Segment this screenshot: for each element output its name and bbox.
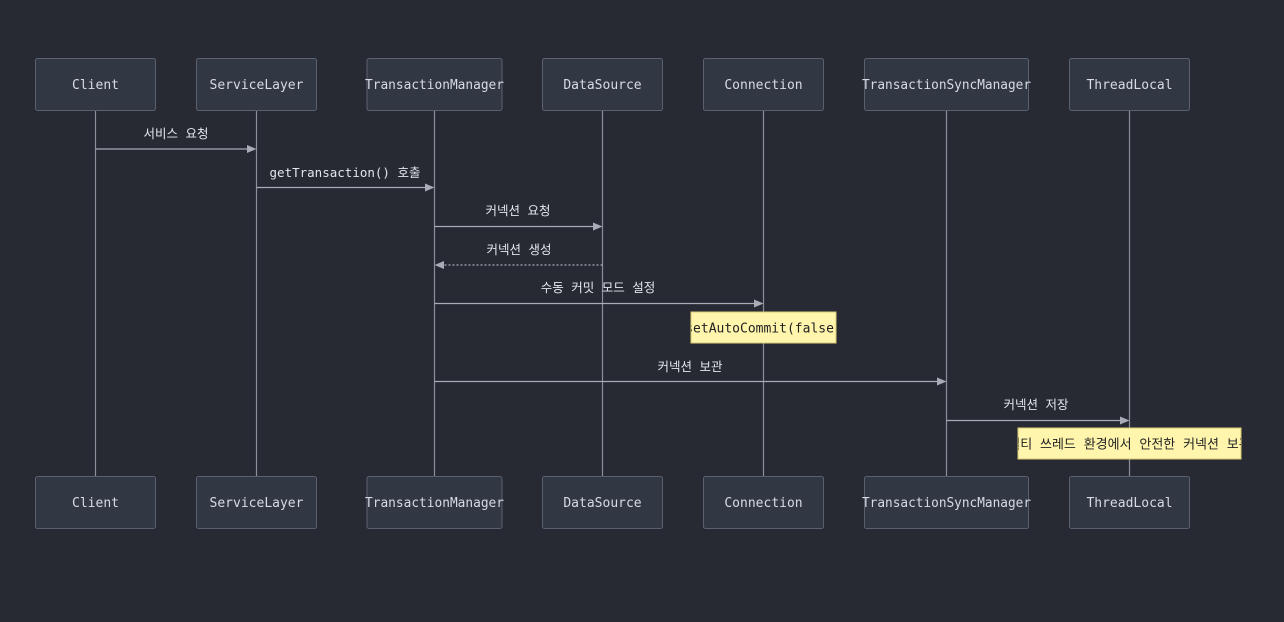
participant-threadlocal-top[interactable]: ThreadLocal [1069, 58, 1190, 111]
arrowhead-icon [937, 377, 947, 386]
message-label: 커넥션 저장 [1003, 397, 1069, 412]
note-thread-safe: 멀티 쓰레드 환경에서 안전한 커넥션 보관 [1008, 427, 1250, 460]
participant-label: Client [72, 78, 119, 93]
participant-label: TransactionSyncManager [862, 496, 1031, 511]
participant-label: ServiceLayer [210, 496, 304, 511]
participant-datasource-bottom[interactable]: DataSource [542, 476, 663, 529]
participant-txmanager-bottom[interactable]: TransactionManager [365, 476, 504, 529]
message-keep-connection: 커넥션 보관 [434, 359, 947, 386]
participants-bottom: Client ServiceLayer TransactionManager D… [35, 476, 1190, 529]
arrowhead-icon [1120, 416, 1130, 425]
participant-txmanager-top[interactable]: TransactionManager [365, 58, 504, 111]
participant-connection-top[interactable]: Connection [703, 58, 824, 111]
lifelines [94, 110, 1131, 476]
message-connection-created: 커넥션 생성 [434, 242, 603, 269]
participant-label: Connection [724, 496, 802, 511]
participant-client-top[interactable]: Client [35, 58, 156, 111]
message-label: 커넥션 보관 [657, 359, 723, 374]
message-store-connection: 커넥션 저장 [946, 397, 1130, 425]
participants-top: Client ServiceLayer TransactionManager D… [35, 58, 1190, 111]
participant-label: Connection [724, 78, 802, 93]
participant-label: TransactionManager [365, 78, 504, 93]
participant-threadlocal-bottom[interactable]: ThreadLocal [1069, 476, 1190, 529]
message-get-transaction: getTransaction() 호출 [256, 165, 435, 192]
message-label: 커넥션 생성 [486, 242, 551, 257]
participant-label: DataSource [563, 496, 641, 511]
note-label: setAutoCommit(false) [685, 322, 842, 337]
participant-client-bottom[interactable]: Client [35, 476, 156, 529]
participant-label: DataSource [563, 78, 641, 93]
participant-service-top[interactable]: ServiceLayer [196, 58, 317, 111]
message-connection-request: 커넥션 요청 [434, 203, 603, 231]
participant-label: ThreadLocal [1086, 78, 1172, 93]
participant-label: TransactionSyncManager [862, 78, 1031, 93]
message-service-request: 서비스 요청 [95, 126, 257, 153]
message-label: 커넥션 요청 [485, 203, 550, 218]
message-label: 서비스 요청 [143, 126, 208, 141]
message-manual-commit: 수동 커밋 모드 설정 [434, 280, 764, 308]
participant-datasource-top[interactable]: DataSource [542, 58, 663, 111]
participant-service-bottom[interactable]: ServiceLayer [196, 476, 317, 529]
participant-syncmanager-bottom[interactable]: TransactionSyncManager [862, 476, 1031, 529]
arrowhead-icon [754, 299, 764, 308]
arrowhead-icon [247, 145, 257, 153]
participant-connection-bottom[interactable]: Connection [703, 476, 824, 529]
message-label: getTransaction() 호출 [270, 165, 421, 180]
note-set-auto-commit: setAutoCommit(false) [685, 311, 842, 344]
participant-syncmanager-top[interactable]: TransactionSyncManager [862, 58, 1031, 111]
arrowhead-icon [434, 261, 444, 269]
participant-label: Client [72, 496, 119, 511]
message-label: 수동 커밋 모드 설정 [541, 280, 656, 295]
messages: 서비스 요청 getTransaction() 호출 커넥션 요청 커넥션 생성… [95, 126, 1250, 460]
arrowhead-icon [593, 222, 603, 231]
participant-label: TransactionManager [365, 496, 504, 511]
participant-label: ThreadLocal [1086, 496, 1172, 511]
note-label: 멀티 쓰레드 환경에서 안전한 커넥션 보관 [1008, 438, 1250, 453]
arrowhead-icon [425, 183, 435, 192]
participant-label: ServiceLayer [210, 78, 304, 93]
